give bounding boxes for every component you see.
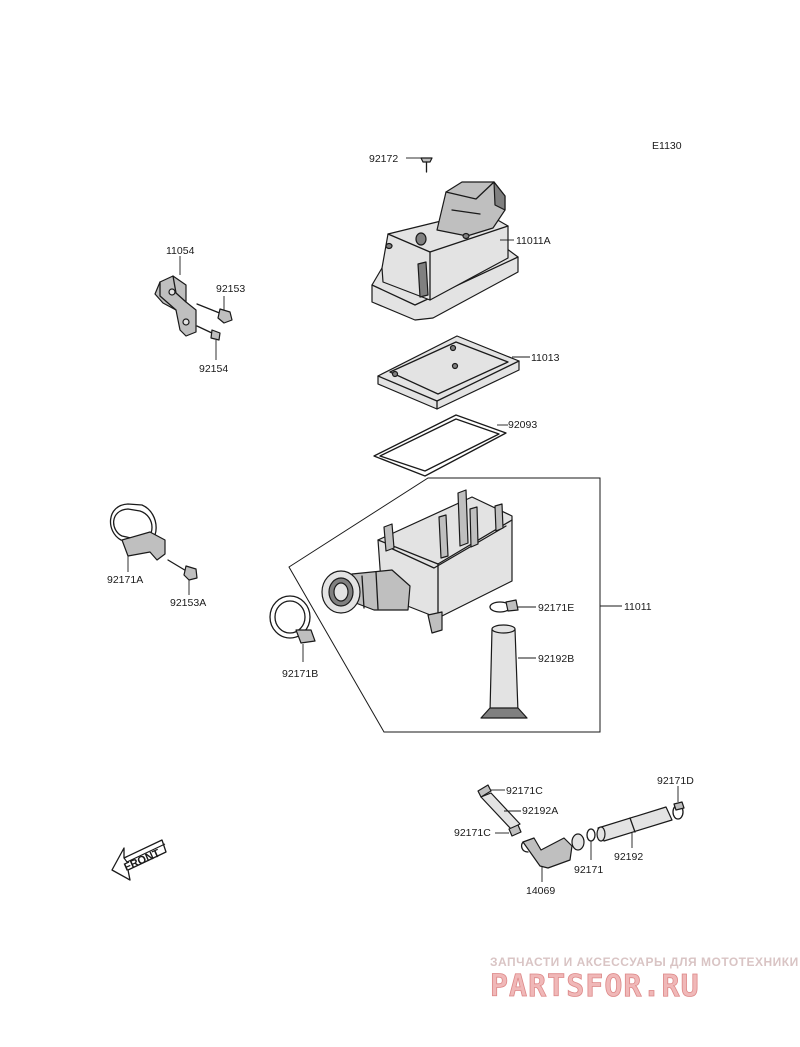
part-11013-filter	[377, 335, 530, 410]
label-92093: 92093	[508, 419, 537, 431]
label-92172: 92172	[369, 153, 398, 165]
assembly-frame-11011	[288, 477, 601, 733]
part-92192-hose	[596, 806, 673, 848]
part-11011A-cover	[371, 181, 519, 321]
label-92171E: 92171E	[538, 602, 574, 614]
part-92093-gasket	[373, 414, 508, 477]
part-92192B-tube	[480, 624, 536, 719]
label-92153A: 92153A	[170, 597, 206, 609]
part-92171D-clamp	[672, 786, 685, 820]
label-92171C-bot: 92171C	[454, 827, 491, 839]
label-92192: 92192	[614, 851, 643, 863]
label-11011: 11011	[624, 601, 652, 613]
label-92171: 92171	[574, 864, 603, 876]
diagram-code: E1130	[652, 140, 682, 152]
part-92172-screw	[406, 157, 433, 173]
label-14069: 14069	[526, 885, 555, 897]
watermark-logo: PARTSFOR.RU	[490, 969, 700, 1004]
part-11011-airbox	[321, 489, 513, 634]
label-92192B: 92192B	[538, 653, 574, 665]
part-92153A-bolt	[167, 559, 198, 595]
part-92171-clamp	[586, 828, 596, 860]
label-92171C-top: 92171C	[506, 785, 543, 797]
part-92171B-clamp	[269, 595, 316, 662]
front-arrow-icon: FRONT	[111, 839, 167, 881]
label-92192A: 92192A	[522, 805, 558, 817]
part-92171C-top-clamp	[477, 784, 505, 798]
label-92171B: 92171B	[282, 668, 318, 680]
label-92154: 92154	[199, 363, 228, 375]
label-92171A: 92171A	[107, 574, 143, 586]
label-92171D: 92171D	[657, 775, 694, 787]
watermark-tagline: ЗАПЧАСТИ И АКСЕССУАРЫ ДЛЯ МОТОТЕХНИКИ	[490, 955, 799, 969]
label-11011A: 11011A	[516, 235, 551, 247]
part-92171A-clamp	[109, 503, 166, 572]
part-92154-bolt	[196, 325, 221, 360]
part-92171E-clamp	[489, 599, 536, 613]
label-11054: 11054	[166, 245, 195, 257]
part-92171C-bot-clamp	[495, 824, 522, 837]
label-92153: 92153	[216, 283, 245, 295]
part-11054-bracket	[154, 256, 197, 337]
part-92153-bolt	[196, 296, 233, 324]
label-11013: 11013	[531, 352, 560, 364]
part-14069-valve	[521, 833, 585, 882]
part-92192A-hose	[480, 792, 521, 830]
